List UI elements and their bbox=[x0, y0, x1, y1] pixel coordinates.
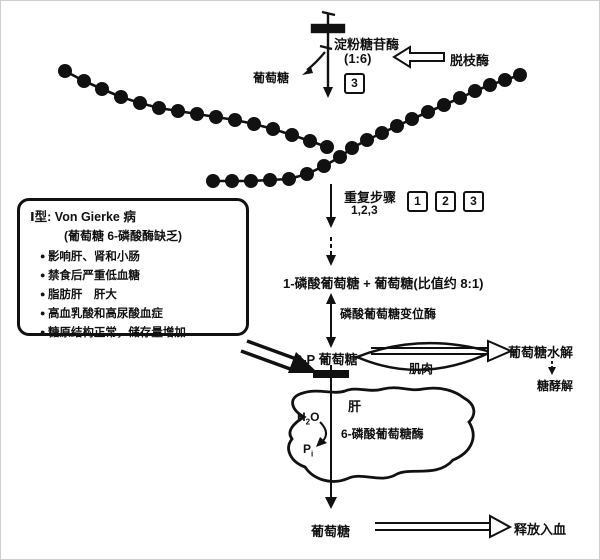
muscle-label: 肌肉 bbox=[409, 362, 434, 376]
branch-arrowhead-icon bbox=[302, 67, 313, 75]
step-box-top: 3 bbox=[344, 73, 365, 94]
callout-bullet: 糖原结构正常，储存量增加 bbox=[40, 323, 238, 342]
liver-label: 肝 bbox=[348, 399, 362, 414]
g6pase-label: 6-磷酸葡萄糖酶 bbox=[341, 427, 424, 441]
down-arrowhead-icon bbox=[323, 87, 333, 98]
g6p-label: 6-P 葡萄糖 bbox=[295, 352, 358, 367]
branch-stub bbox=[302, 10, 346, 98]
callout-title: Ⅰ型: Von Gierke 病 bbox=[30, 210, 136, 224]
amylo-glucosidase-label: 淀粉糖苷酶 bbox=[334, 37, 400, 52]
pi-label: Pi bbox=[303, 442, 314, 459]
phosphoglucomutase-label: 磷酸葡萄糖变位酶 bbox=[340, 307, 437, 321]
glycolysis-arrow bbox=[548, 361, 556, 375]
callout-pointer-arrow bbox=[240, 339, 318, 373]
repeat-steps-label: 重复步骤 bbox=[344, 190, 397, 205]
release-hollow-arrow-icon bbox=[375, 514, 513, 539]
debranching-enzyme-label: 脱枝酶 bbox=[450, 53, 490, 68]
released-glucose-label: 葡萄糖 bbox=[253, 71, 290, 85]
ratio-label: (1:6) bbox=[344, 51, 372, 66]
glucose-product-label: 葡萄糖 bbox=[311, 524, 351, 539]
callout-bullet-list: 影响肝、肾和小肠 禁食后严重低血糖 脂肪肝 肝大 高血乳酸和高尿酸血症 糖原结构… bbox=[30, 247, 238, 342]
glycolysis-label: 糖酵解 bbox=[537, 379, 574, 393]
callout-bullet: 脂肪肝 肝大 bbox=[40, 285, 238, 304]
callout-bullet: 影响肝、肾和小肠 bbox=[40, 247, 238, 266]
callout-bullet: 禁食后严重低血糖 bbox=[40, 266, 238, 285]
glycogen-beads bbox=[58, 64, 527, 188]
repeat-steps-arrow bbox=[326, 184, 336, 266]
callout-subtitle: (葡萄糖 6-磷酸酶缺乏) bbox=[64, 229, 182, 243]
g6p-to-glucose-arrow bbox=[313, 365, 349, 509]
step-box-2: 2 bbox=[435, 191, 456, 212]
muscle-fate-label: 葡萄糖水解 bbox=[508, 345, 574, 360]
release-to-blood-label: 释放入血 bbox=[514, 522, 567, 537]
muscle-hollow-arrow-icon bbox=[371, 339, 514, 363]
repeat-numbers-label: 1,2,3 bbox=[351, 203, 378, 217]
mutase-arrow bbox=[326, 293, 336, 348]
liver-shape bbox=[287, 386, 476, 483]
von-gierke-callout-box: Ⅰ型: Von Gierke 病 (葡萄糖 6-磷酸酶缺乏) 影响肝、肾和小肠 … bbox=[17, 198, 249, 339]
enzyme-block-bar bbox=[313, 370, 349, 378]
step-box-1: 1 bbox=[407, 191, 428, 212]
debranch-hollow-arrow-icon bbox=[392, 45, 445, 69]
h2o-pi-arrow bbox=[316, 421, 327, 447]
g1p-glucose-label: 1-磷酸葡萄糖 + 葡萄糖(比值约 8:1) bbox=[283, 276, 484, 291]
step-box-3: 3 bbox=[463, 191, 484, 212]
h2o-label: H2O bbox=[297, 410, 320, 427]
callout-bullet: 高血乳酸和高尿酸血症 bbox=[40, 304, 238, 323]
